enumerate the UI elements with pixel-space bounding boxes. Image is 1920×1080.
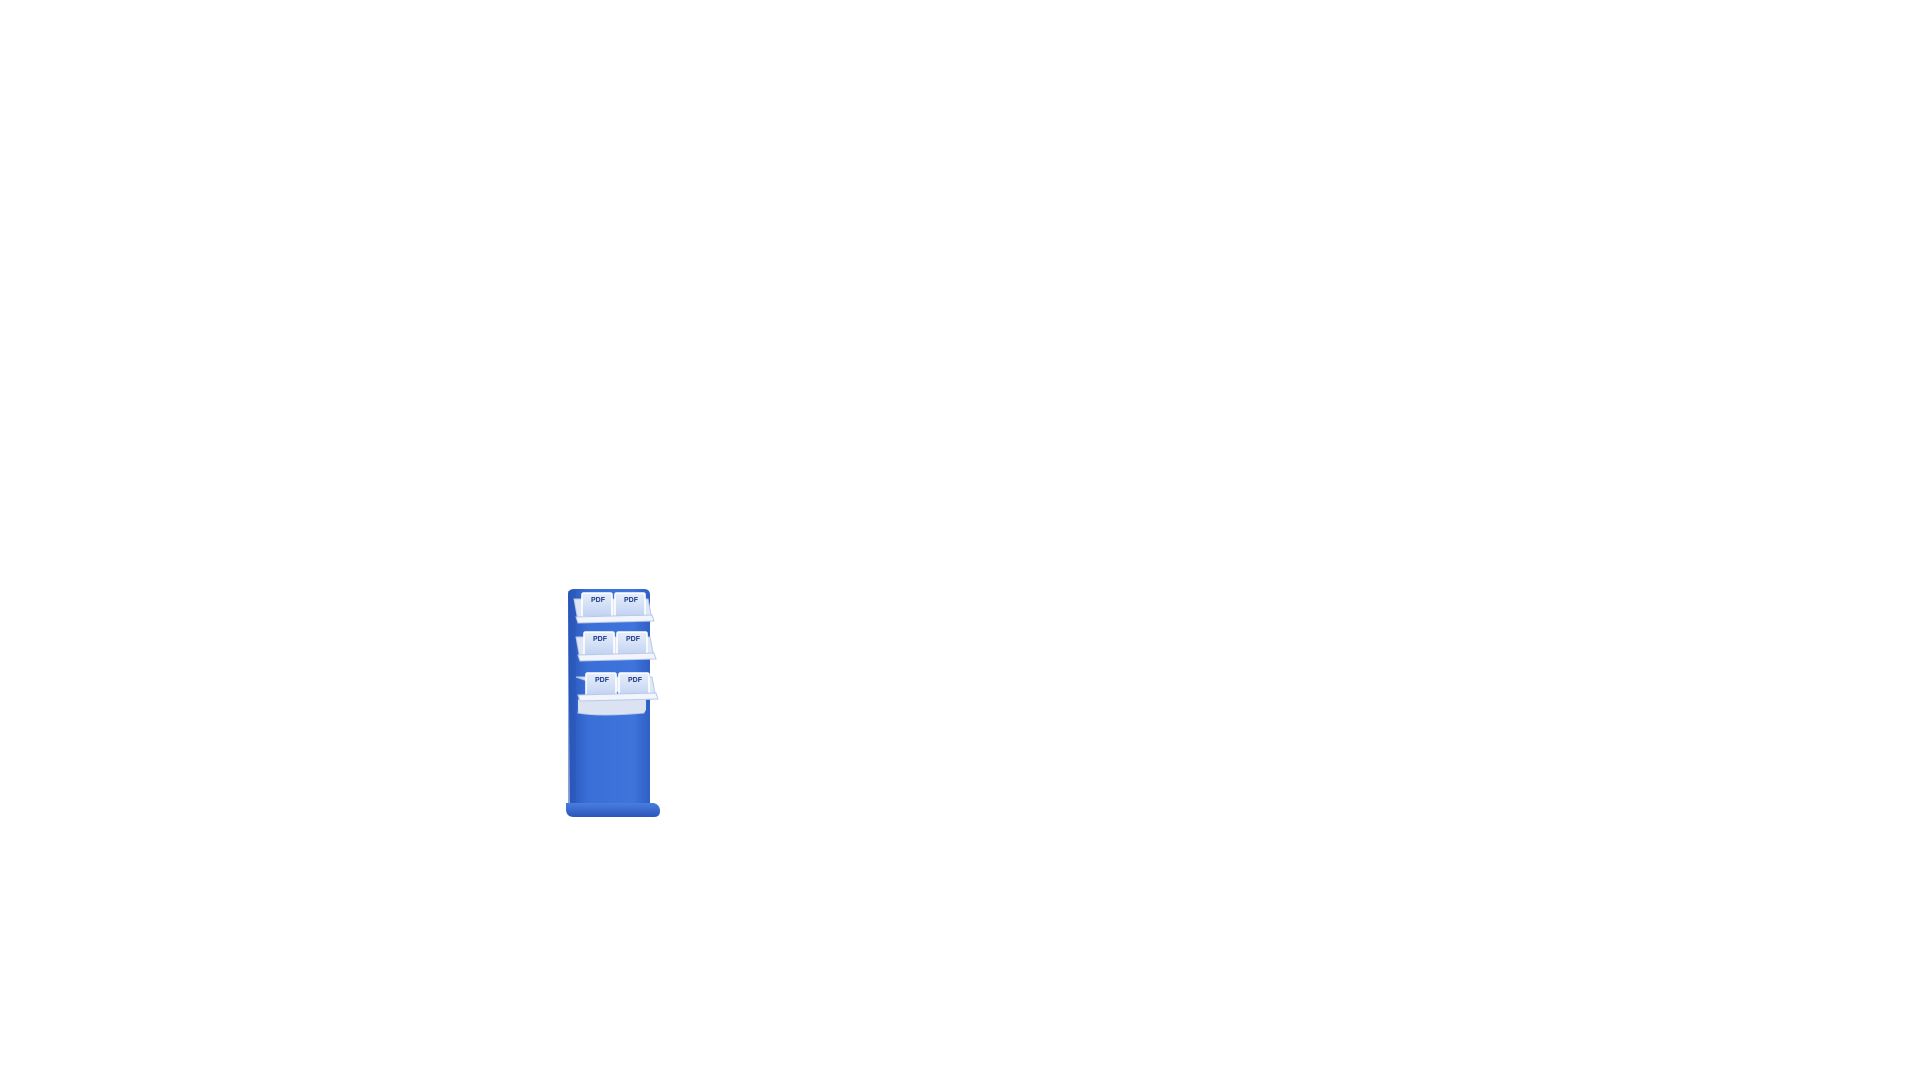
pdf-label: PDF (626, 636, 641, 643)
pdf-label: PDF (628, 677, 643, 684)
pdf-label: PDF (591, 597, 606, 604)
pdf-label: PDF (595, 677, 610, 684)
shelf-lip (577, 692, 659, 702)
pdf-label: PDF (593, 636, 608, 643)
stand-side-shade (568, 591, 576, 807)
shelf-lip (575, 614, 655, 624)
shelf-lip (577, 652, 657, 662)
shelf-3: PDF PDF (575, 672, 659, 716)
stand-base (566, 803, 660, 817)
brochure-stand-illustration: PDF PDF PDF PDF PDF PDF (566, 589, 660, 817)
pdf-label: PDF (624, 597, 639, 604)
shelf-2: PDF PDF (575, 631, 657, 662)
shelf-1: PDF PDF (573, 592, 655, 624)
